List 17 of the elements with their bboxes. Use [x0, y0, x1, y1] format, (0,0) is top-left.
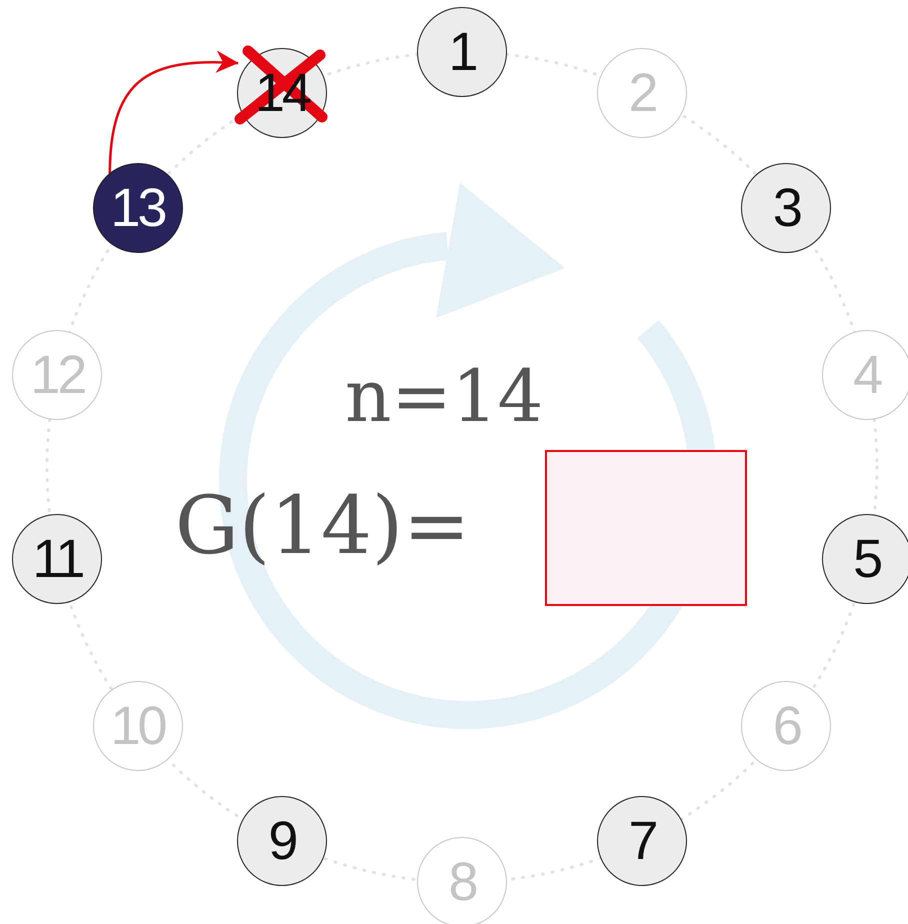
formula-text: n=14 — [345, 360, 544, 432]
number-label: 8 — [448, 855, 476, 909]
number-label: 2 — [628, 66, 656, 120]
number-label: 1 — [448, 25, 476, 79]
number-label: 6 — [772, 698, 800, 753]
number-label: 10 — [110, 698, 165, 753]
number-label: 4 — [853, 348, 880, 402]
answer-box — [545, 450, 747, 606]
number-label: 7 — [628, 814, 656, 868]
formula-text: G(14)= — [175, 486, 470, 566]
arrow — [108, 50, 239, 174]
number-label: 9 — [268, 814, 296, 868]
number-label: 5 — [853, 532, 880, 586]
number-label: 12 — [30, 348, 84, 402]
number-label: 11 — [32, 532, 82, 586]
number-label: 3 — [772, 181, 800, 236]
number-label: 13 — [110, 181, 165, 236]
